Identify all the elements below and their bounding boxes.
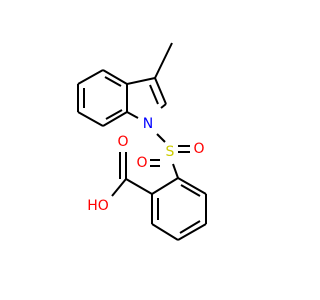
double-bond-inner bbox=[179, 220, 201, 234]
atom-o-carbonyl: O bbox=[117, 134, 128, 150]
bond-to-n bbox=[160, 103, 167, 109]
methyl-bond bbox=[154, 42, 173, 79]
benzoic-ring bbox=[151, 177, 207, 241]
indole-benzene-ring bbox=[77, 69, 128, 127]
carboxylic-acid bbox=[111, 152, 153, 197]
double-bond-inner bbox=[104, 76, 122, 87]
double-bond-inner bbox=[105, 109, 123, 120]
bond bbox=[154, 77, 167, 105]
atom-n: N bbox=[143, 116, 153, 132]
n-s-bond bbox=[156, 133, 166, 143]
atom-hydroxyl: HO bbox=[87, 198, 109, 214]
ring-carboxyl-bond bbox=[125, 178, 153, 195]
double-bond-inner bbox=[149, 84, 159, 105]
s-c-bond bbox=[172, 163, 179, 179]
bond bbox=[102, 69, 128, 85]
atom-o-sulfonyl-right: O bbox=[193, 141, 204, 157]
atom-o-sulfonyl-left: O bbox=[136, 155, 147, 171]
bond bbox=[102, 111, 128, 127]
bond bbox=[151, 223, 179, 241]
bond bbox=[151, 177, 179, 195]
molecule-structure: N S O O O HO bbox=[77, 42, 207, 241]
bond bbox=[177, 223, 207, 241]
structure-canvas: N S O O O HO bbox=[77, 42, 207, 241]
bond bbox=[126, 77, 156, 85]
bond bbox=[77, 111, 104, 127]
bond bbox=[177, 177, 207, 195]
c-oh-bond bbox=[111, 178, 127, 197]
bond bbox=[77, 69, 104, 85]
atom-s: S bbox=[166, 144, 175, 160]
sulfonyl-bonds bbox=[150, 145, 190, 179]
double-bond-inner bbox=[180, 184, 201, 197]
indole-pyrrole-ring bbox=[126, 42, 173, 119]
bond-to-n bbox=[126, 111, 139, 119]
